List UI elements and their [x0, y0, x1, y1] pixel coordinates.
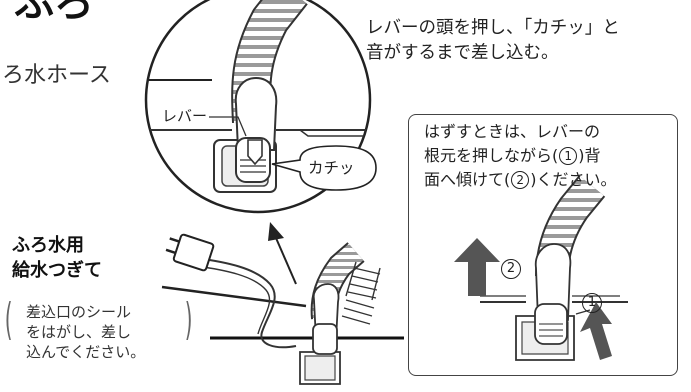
detail-magnifier-circle: [144, 0, 377, 214]
removal-note-line-3: 面へ傾けて(2)ください。: [424, 168, 617, 192]
page-heading: ふろ: [14, 0, 94, 26]
lever-label: レバー: [160, 107, 210, 126]
insert-instruction: レバーの頭を押し、「カチッ」と 音がするまで差し込む。: [366, 16, 620, 67]
removal-detail: [454, 175, 628, 361]
step-2-marker: 2: [500, 258, 522, 279]
seal-note-open-paren: (: [4, 294, 13, 345]
step-number-2-inline: 2: [511, 171, 530, 189]
removal-note-line-2-b: )背: [578, 146, 601, 165]
removal-note-line-3-a: 面へ傾けて(: [424, 170, 511, 189]
tilt-back-arrow: [454, 238, 500, 296]
removal-note-line-2-a: 根元を押しながら(: [424, 146, 559, 165]
fitting-leader-line: [161, 285, 307, 308]
insert-instruction-line-2: 音がするまで差し込む。: [366, 43, 559, 64]
hose-label: ろ水ホース: [2, 63, 111, 88]
main-unit-view: [165, 233, 404, 385]
fitting-label: ふろ水用 給水つぎて: [12, 234, 102, 284]
step-2-number: 2: [501, 259, 521, 279]
fitting-label-line-2: 給水つぎて: [12, 259, 102, 281]
removal-note-line-3-b: )ください。: [530, 170, 617, 189]
seal-note-line-3: 込んでください。: [26, 342, 146, 361]
removal-note-box: [408, 114, 678, 376]
press-arrow: [580, 302, 612, 360]
step-number-1-inline: 1: [559, 147, 578, 165]
seal-note-close-paren: ): [184, 294, 193, 345]
zoom-arrow: [268, 222, 297, 285]
seal-note-line-1: 差込口のシール: [26, 303, 132, 321]
fitting-label-line-1: ふろ水用: [12, 235, 84, 256]
step-1-number: 1: [582, 293, 602, 313]
seal-note: 差込口のシール をはがし、差し 込んでください。: [26, 303, 145, 362]
seal-note-line-2: をはがし、差し: [26, 322, 132, 341]
removal-note-line-2: 根元を押しながら(1)背: [424, 144, 617, 168]
insert-instruction-line-1: レバーの頭を押し、「カチッ」と: [366, 18, 620, 38]
removal-note-line-1: はずすときは、レバーの: [424, 122, 601, 141]
step-1-marker: 1: [581, 292, 603, 313]
click-sound-label: カチッ: [308, 159, 355, 177]
removal-note-text: はずすときは、レバーの 根元を押しながら(1)背 面へ傾けて(2)ください。: [424, 120, 617, 192]
